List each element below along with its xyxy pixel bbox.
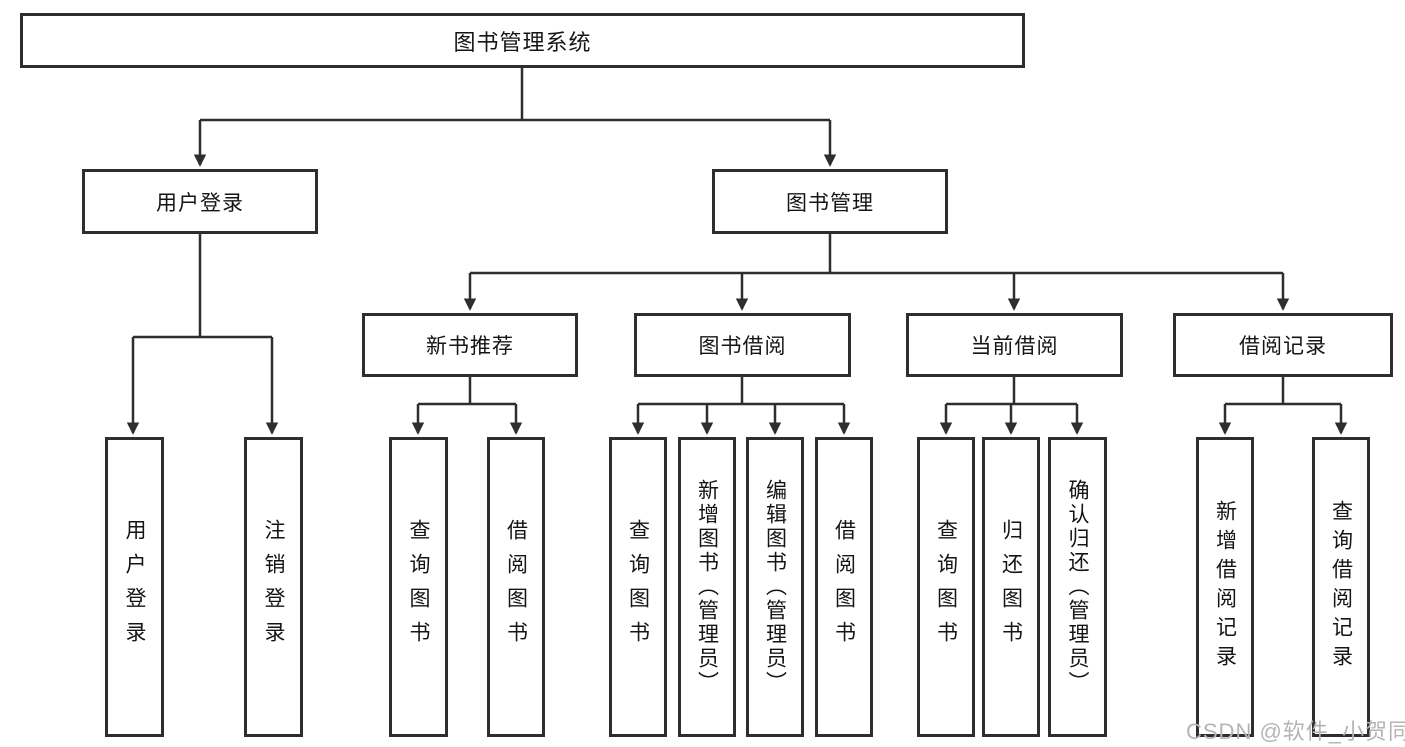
connector-bookborrow-to-leaves bbox=[631, 376, 851, 435]
leaf-recommend-borrow-books: 借阅图书 bbox=[487, 437, 545, 737]
node-current-borrow: 当前借阅 bbox=[906, 313, 1123, 377]
connector-userlogin-to-leaves bbox=[126, 233, 279, 435]
node-root-system: 图书管理系统 bbox=[20, 13, 1025, 68]
leaf-records-query-borrow-record: 查询借阅记录 bbox=[1312, 437, 1370, 737]
node-borrow-records: 借阅记录 bbox=[1173, 313, 1393, 377]
leaf-current-confirm-return-admin: 确认归还（管理员） bbox=[1048, 437, 1107, 737]
node-new-book-recommend: 新书推荐 bbox=[362, 313, 578, 377]
csdn-watermark: CSDN @软件_小贺同学 bbox=[1186, 719, 1405, 744]
leaf-borrow-edit-books-admin: 编辑图书（管理员） bbox=[746, 437, 804, 737]
leaf-user-login: 用户登录 bbox=[105, 437, 164, 737]
leaf-borrow-query-books: 查询图书 bbox=[609, 437, 667, 737]
connector-borrowrecord-to-leaves bbox=[1218, 376, 1348, 435]
node-user-login: 用户登录 bbox=[82, 169, 318, 234]
connector-newbook-to-leaves bbox=[411, 376, 523, 435]
leaf-current-query-books: 查询图书 bbox=[917, 437, 975, 737]
leaf-borrow-borrow-books: 借阅图书 bbox=[815, 437, 873, 737]
leaf-current-return-books: 归还图书 bbox=[982, 437, 1040, 737]
leaf-borrow-add-books-admin: 新增图书（管理员） bbox=[678, 437, 736, 737]
leaf-records-add-borrow-record: 新增借阅记录 bbox=[1196, 437, 1254, 737]
node-book-management: 图书管理 bbox=[712, 169, 948, 234]
node-book-borrow: 图书借阅 bbox=[634, 313, 851, 377]
leaf-logout-login: 注销登录 bbox=[244, 437, 303, 737]
connector-root-to-level2 bbox=[193, 67, 837, 167]
connector-currentborrow-to-leaves bbox=[939, 376, 1084, 435]
leaf-recommend-query-books: 查询图书 bbox=[389, 437, 448, 737]
connector-bookmgmt-to-level3 bbox=[463, 233, 1290, 311]
